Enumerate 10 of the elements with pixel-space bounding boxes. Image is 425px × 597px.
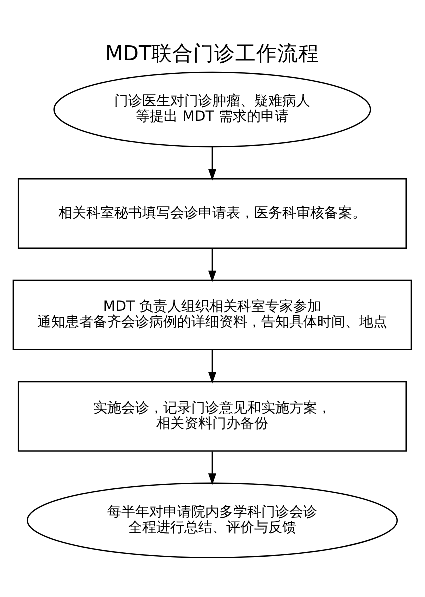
diagram-title: MDT联合门诊工作流程 [105, 42, 320, 66]
arrow [208, 248, 217, 282]
arrow [208, 147, 217, 181]
node-ellipse: 门诊医生对门诊肿瘤、疑难病人等提出 MDT 需求的申请 [54, 72, 372, 148]
node-ellipse: 每半年对申请院内多学科门诊会诊 全程进行总结、评价与反馈 [26, 482, 398, 558]
arrow [208, 452, 217, 486]
node-box: 相关科室秘书填写会诊申请表，医务科审核备案。 [18, 178, 408, 250]
node-box: 实施会诊，记录门诊意见和实施方案， 相关资料门办备份 [18, 381, 408, 452]
node-box: MDT 负责人组织相关科室专家参加 通知患者备齐会诊病例的详细资料，告知具体时间、地点 [12, 280, 412, 350]
arrow [208, 350, 217, 384]
